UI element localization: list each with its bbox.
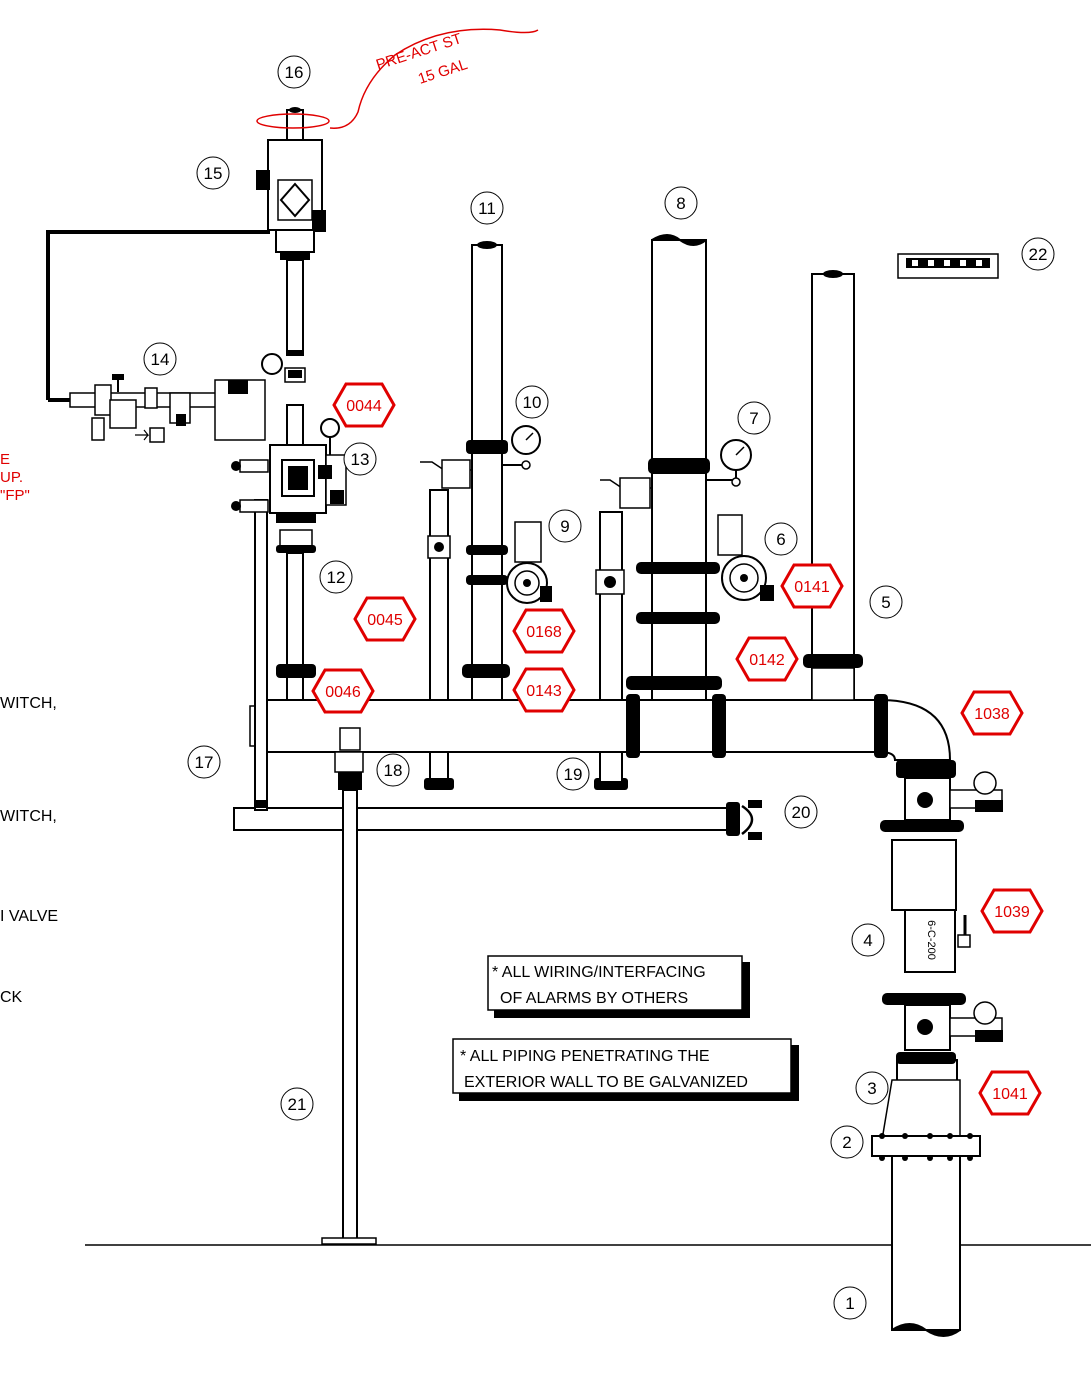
note-wiring-line1: * ALL WIRING/INTERFACING [492,964,706,981]
riser-11 [420,241,552,790]
riser-8 [594,234,774,790]
main-riser: 6-C-200 [871,760,1003,1337]
left-text-1: WITCH, [0,695,57,712]
left-text-4: CK [0,989,23,1006]
tag-0044: 0044 [346,398,382,415]
callout-17: 17 [195,753,214,772]
callout-10: 10 [523,393,542,412]
callout-8: 8 [676,194,685,213]
left-edge-red-notes: E UP. "FP" [0,451,30,504]
main-header [249,694,952,761]
tag-0141: 0141 [794,579,830,596]
left-red-2: UP. [0,469,23,486]
valve-stencil: 6-C-200 [925,920,937,960]
preaction-valve [231,404,347,811]
panel-22 [897,253,999,279]
note-wiring-line2: OF ALARMS BY OTHERS [500,990,688,1007]
tag-0143: 0143 [526,683,562,700]
redline-cloud: PRE-ACT ST 15 GAL [329,28,539,129]
callout-14: 14 [151,350,170,369]
left-text-3: I VALVE [0,908,58,925]
callout-20: 20 [792,803,811,822]
trim-manifold [46,230,306,443]
callout-11: 11 [478,199,496,218]
tag-1039: 1039 [994,904,1030,921]
left-edge-legend: WITCH, WITCH, I VALVE CK [0,695,58,1006]
callout-9: 9 [560,517,569,536]
tag-0142: 0142 [749,652,785,669]
callout-4: 4 [863,931,872,950]
callout-circles [143,55,1055,1320]
left-red-1: E [0,451,10,468]
callout-3: 3 [867,1079,876,1098]
tag-0045: 0045 [367,612,403,629]
flange [871,1135,981,1157]
riser-5 [803,270,863,701]
callout-numbers: 1 2 3 4 5 6 7 8 9 10 11 12 13 14 15 16 1… [151,63,1048,1313]
callout-13: 13 [351,450,370,469]
callout-16: 16 [285,63,304,82]
note-wiring: * ALL WIRING/INTERFACING OF ALARMS BY OT… [487,955,750,1018]
callout-19: 19 [564,765,583,784]
note-piping: * ALL PIPING PENETRATING THE EXTERIOR WA… [452,1038,799,1101]
left-red-3: "FP" [0,487,30,504]
cloud-line2: 15 GAL [416,56,470,88]
callout-15: 15 [204,164,223,183]
control-valve-lower [904,1001,1003,1051]
drain-pipe [321,727,377,1245]
callout-18: 18 [384,761,403,780]
riser-16 [256,107,330,356]
callout-6: 6 [776,530,785,549]
tag-0168: 0168 [526,624,562,641]
note-piping-line1: * ALL PIPING PENETRATING THE [460,1048,710,1065]
callout-7: 7 [749,409,758,428]
tag-1041: 1041 [992,1086,1028,1103]
callout-2: 2 [842,1133,851,1152]
callout-22: 22 [1029,245,1048,264]
tag-labels: 0044 0045 0046 0141 0142 0143 0168 1038 … [325,398,1030,1103]
callout-21: 21 [288,1095,307,1114]
callout-1: 1 [845,1294,854,1313]
callout-5: 5 [881,593,890,612]
left-text-2: WITCH, [0,808,57,825]
note-piping-line2: EXTERIOR WALL TO BE GALVANIZED [464,1074,748,1091]
control-valve-upper [904,771,1003,821]
callout-12: 12 [327,568,346,587]
tag-1038: 1038 [974,706,1010,723]
tag-hexagons [311,382,1044,1116]
tag-0046: 0046 [325,684,361,701]
drain-header [233,800,762,840]
